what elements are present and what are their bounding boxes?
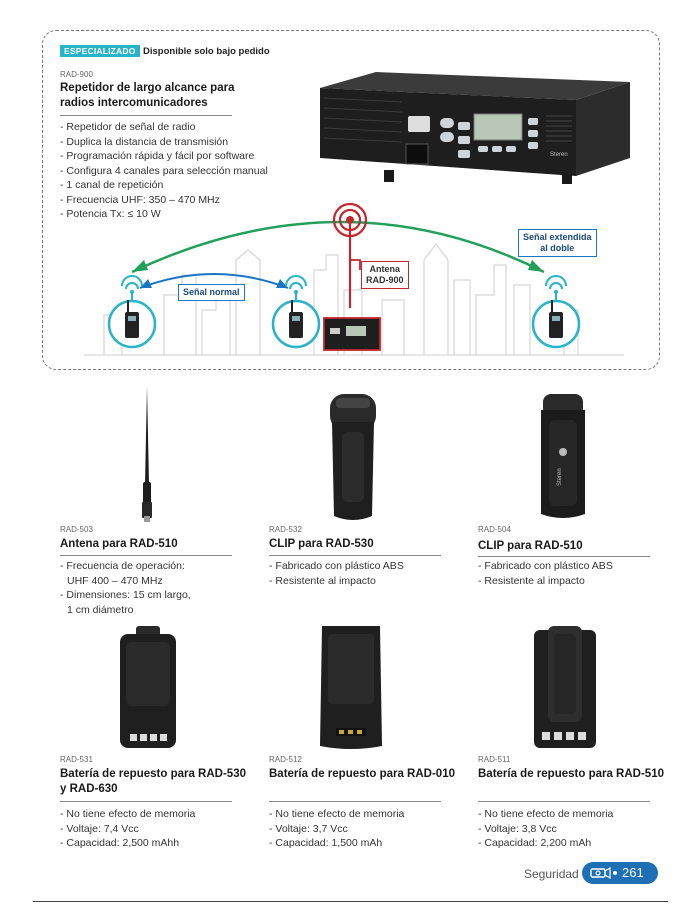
title-divider [478,801,650,802]
product-code: RAD-503 [60,525,93,534]
feature-list: - Fabricado con plástico ABS - Resistent… [478,560,613,587]
product-title: CLIP para RAD-530 [269,538,374,550]
clip-image: Steren [541,394,585,518]
featured-product-panel [42,30,660,370]
normal-signal-arc [139,273,289,289]
battery-image [320,626,382,749]
antenna-image [142,386,152,522]
arrow-left-icon [132,260,148,272]
product-title: CLIP para RAD-510 [478,540,583,552]
arrow-right-icon [276,279,288,288]
product-title: Repetidor de largo alcance para radios i… [60,82,235,109]
section-name: Seguridad [524,867,579,881]
normal-signal-label: Señal normal [178,284,245,301]
bottom-divider [33,901,668,902]
feature-list: - No tiene efecto de memoria - Voltaje: … [478,808,614,849]
title-divider [60,115,232,116]
feature-list: - Frecuencia de operación: UHF 400 – 470… [60,560,191,616]
product-code: RAD-531 [60,755,93,764]
title-divider [60,801,232,802]
feature-list: - Repetidor de señal de radio - Duplica … [60,121,268,220]
arrow-left-icon [140,279,152,288]
title-divider [60,555,232,556]
signal-range-diagram [84,202,624,356]
product-code: RAD-900 [60,70,93,79]
extended-signal-label: Señal extendida al doble [518,229,597,257]
product-code: RAD-504 [478,525,511,534]
feature-list: - No tiene efecto de memoria - Voltaje: … [60,808,196,849]
antenna-label: Antena RAD-900 [361,261,409,289]
camera-icon [590,866,611,880]
radio-right-icon [531,275,581,349]
battery-image [534,626,596,748]
feature-list: - Fabricado con plástico ABS - Resistent… [269,560,404,587]
arrow-right-icon [528,260,544,272]
product-title: Antena para RAD-510 [60,538,178,550]
product-title: Batería de repuesto para RAD-010 [269,768,455,780]
title-divider [269,801,441,802]
product-code: RAD-511 [478,755,511,764]
availability-note: Disponible solo bajo pedido [143,46,270,57]
product-title: Batería de repuesto para RAD-510 [478,768,664,780]
feature-list: - No tiene efecto de memoria - Voltaje: … [269,808,405,849]
title-divider [269,555,441,556]
product-code: RAD-512 [269,755,302,764]
specialized-badge: ESPECIALIZADO [60,45,140,57]
radio-left-icon [107,275,157,349]
clip-image [330,394,376,520]
page-number: 261 [622,865,644,880]
svg-text:Steren: Steren [557,468,563,486]
repeater-device-image: Steren [320,72,630,184]
product-code: RAD-532 [269,525,302,534]
svg-text:Steren: Steren [550,152,568,158]
title-divider [478,556,650,557]
page-number-pill: 261 [582,862,658,884]
radio-middle-icon [271,275,321,349]
battery-image [120,626,176,748]
product-title: Batería de repuesto para RAD-530 y RAD-6… [60,768,246,795]
